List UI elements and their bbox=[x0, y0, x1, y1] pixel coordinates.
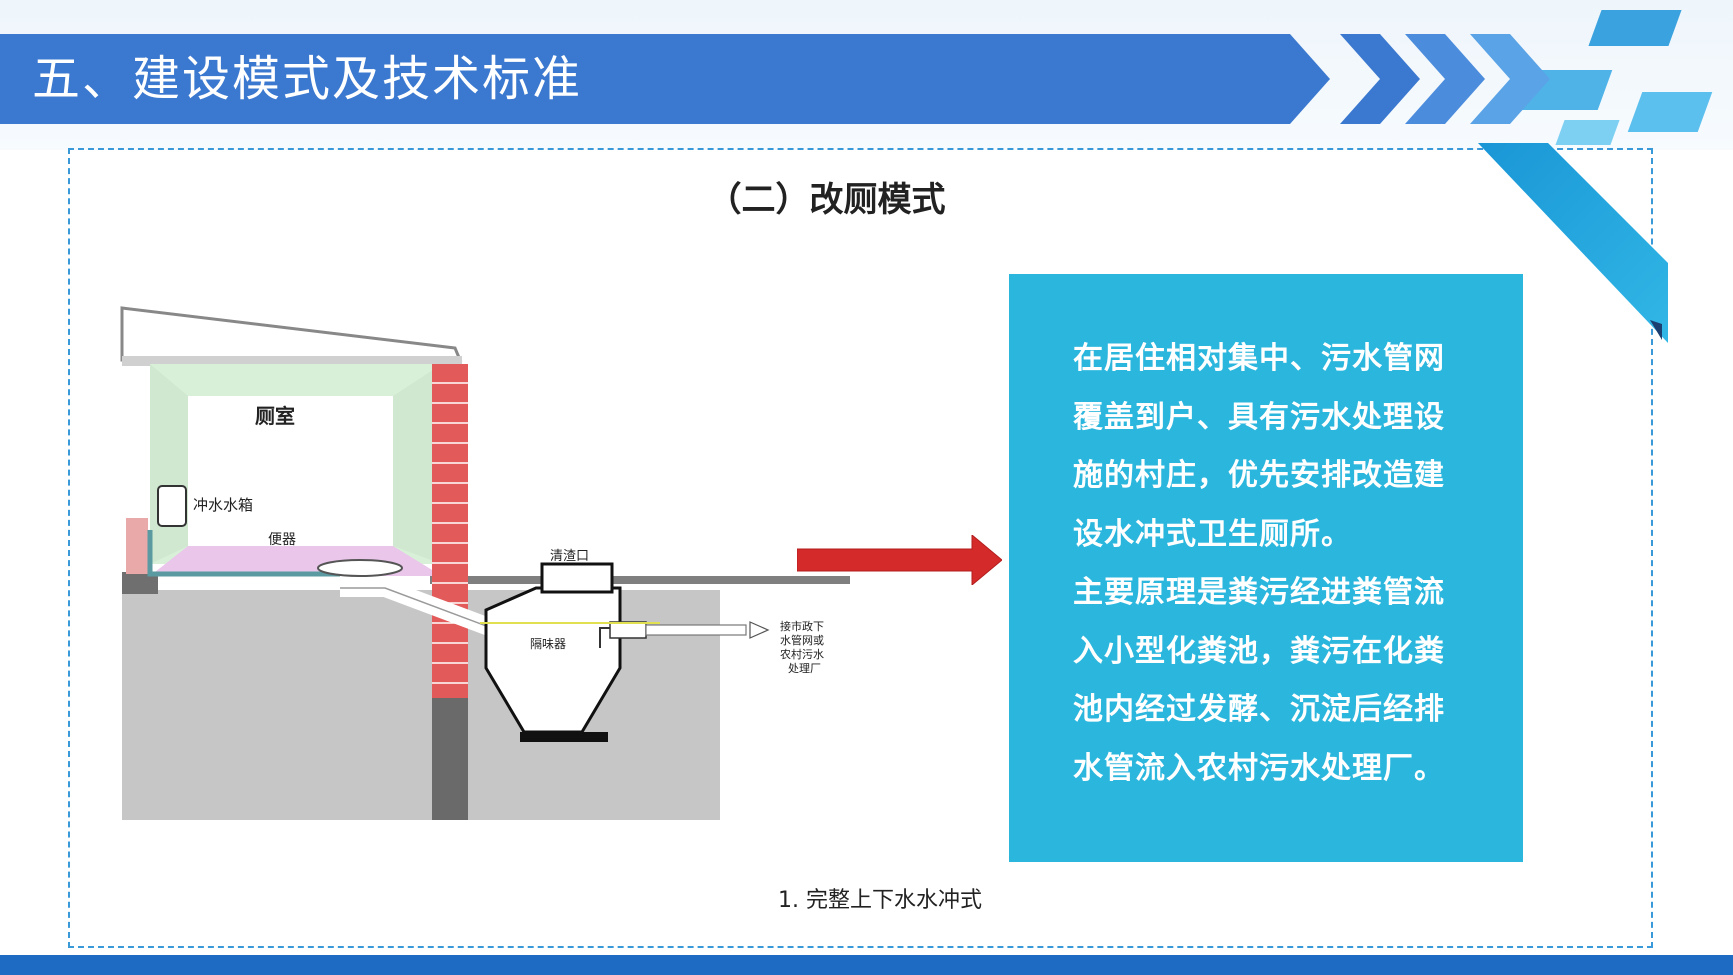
diagram-caption: 1. 完整上下水水冲式 bbox=[778, 888, 982, 913]
description-box: 在居住相对集中、污水管网覆盖到户、具有污水处理设施的村庄，优先安排改造建设水冲式… bbox=[1009, 274, 1523, 862]
room-back bbox=[188, 396, 393, 546]
page-title: 五、建设模式及技术标准 bbox=[32, 51, 583, 107]
label-outlet-2: 水管网或 bbox=[780, 633, 824, 647]
content-frame bbox=[68, 148, 1653, 948]
left-brick-stub bbox=[126, 518, 148, 574]
left-step bbox=[122, 572, 158, 594]
flush-pipe bbox=[147, 530, 340, 577]
ground-surface bbox=[430, 576, 870, 584]
cleanout bbox=[540, 562, 614, 594]
roof bbox=[120, 306, 463, 362]
toilet-bowl bbox=[317, 559, 403, 577]
outlet-pipe-joint bbox=[609, 621, 647, 639]
bottom-bar bbox=[0, 955, 1733, 975]
label-toilet: 便器 bbox=[268, 532, 296, 548]
label-outlet-3: 农村污水 bbox=[780, 647, 824, 661]
label-room: 厕室 bbox=[255, 404, 295, 428]
flush-tank bbox=[157, 485, 187, 527]
title-bar bbox=[0, 34, 1330, 124]
description-paragraph-1: 在居住相对集中、污水管网覆盖到户、具有污水处理设施的村庄，优先安排改造建设水冲式… bbox=[1073, 341, 1445, 552]
roof-eave bbox=[122, 356, 462, 366]
label-tank: 冲水水箱 bbox=[193, 496, 253, 514]
outlet-pipe bbox=[645, 624, 747, 636]
tank-base bbox=[520, 732, 608, 742]
section-title: （二）改厕模式 bbox=[707, 180, 946, 220]
decor-square-3 bbox=[1627, 92, 1713, 132]
description-paragraph-2: 主要原理是粪污经进粪管流入小型化粪池，粪污在化粪池内经过发酵、沉淀后经排水管流入… bbox=[1073, 575, 1445, 786]
wall-foundation bbox=[432, 698, 468, 820]
label-separator: 隔味器 bbox=[530, 637, 566, 651]
label-cleanout: 清渣口 bbox=[550, 549, 589, 564]
label-outlet-4: 处理厂 bbox=[788, 662, 821, 675]
right-arrow-icon bbox=[797, 535, 1002, 585]
decor-square-4 bbox=[1555, 120, 1620, 145]
label-outlet-1: 接市政下 bbox=[780, 619, 824, 633]
toilet-system-diagram: 厕室 冲水水箱 便器 清渣口 隔味器 接市政下 水管网或 农村污水 处理厂 bbox=[100, 268, 870, 856]
description-text: 在居住相对集中、污水管网覆盖到户、具有污水处理设施的村庄，优先安排改造建设水冲式… bbox=[1073, 330, 1473, 798]
decor-square-1 bbox=[1588, 10, 1682, 46]
